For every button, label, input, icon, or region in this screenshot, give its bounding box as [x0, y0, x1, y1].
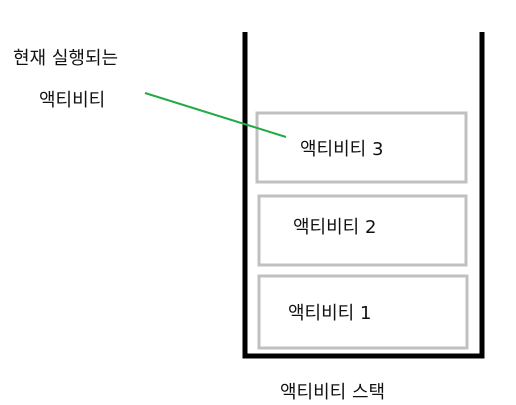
activity-box-3	[255, 111, 468, 184]
callout-line-1: 현재 실행되는	[13, 48, 118, 69]
activity-label-1: 액티비티 1	[288, 303, 371, 324]
activity-label-2: 액티비티 2	[293, 217, 376, 238]
callout-line-2: 액티비티	[39, 90, 105, 111]
activity-label-3: 액티비티 3	[300, 139, 383, 160]
stack-caption: 액티비티 스택	[280, 382, 385, 403]
activity-box-1	[257, 274, 469, 350]
pointer-line	[144, 92, 287, 138]
activity-box-2	[257, 194, 468, 267]
stack-container	[242, 32, 485, 359]
